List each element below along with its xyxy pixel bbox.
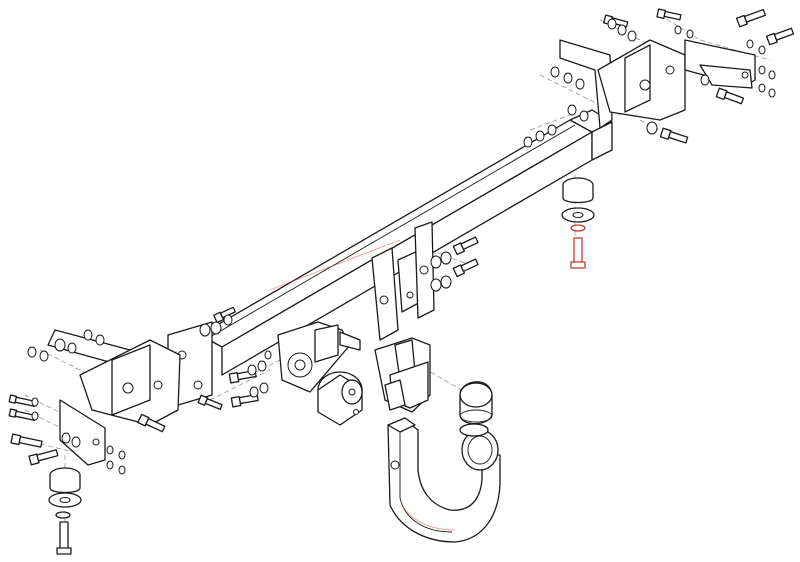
- main-crossbar: [199, 109, 613, 376]
- vertical-bolts: [56, 237, 586, 555]
- socket-mounting-bracket: [277, 321, 361, 393]
- left-side-bracket: [47, 329, 181, 466]
- crossbar-mid-brackets: [371, 221, 435, 341]
- right-rubber-spacer: [561, 177, 595, 232]
- washers-and-nuts: [27, 18, 776, 475]
- electrical-socket: [317, 371, 363, 426]
- detachable-tow-ball: [387, 417, 501, 543]
- left-rubber-spacer: [48, 467, 82, 519]
- right-side-bracket: [559, 39, 756, 129]
- coupling-receiver-housing: [374, 337, 431, 413]
- tow-ball-cap: [459, 381, 493, 425]
- hex-bolts: [8, 8, 795, 466]
